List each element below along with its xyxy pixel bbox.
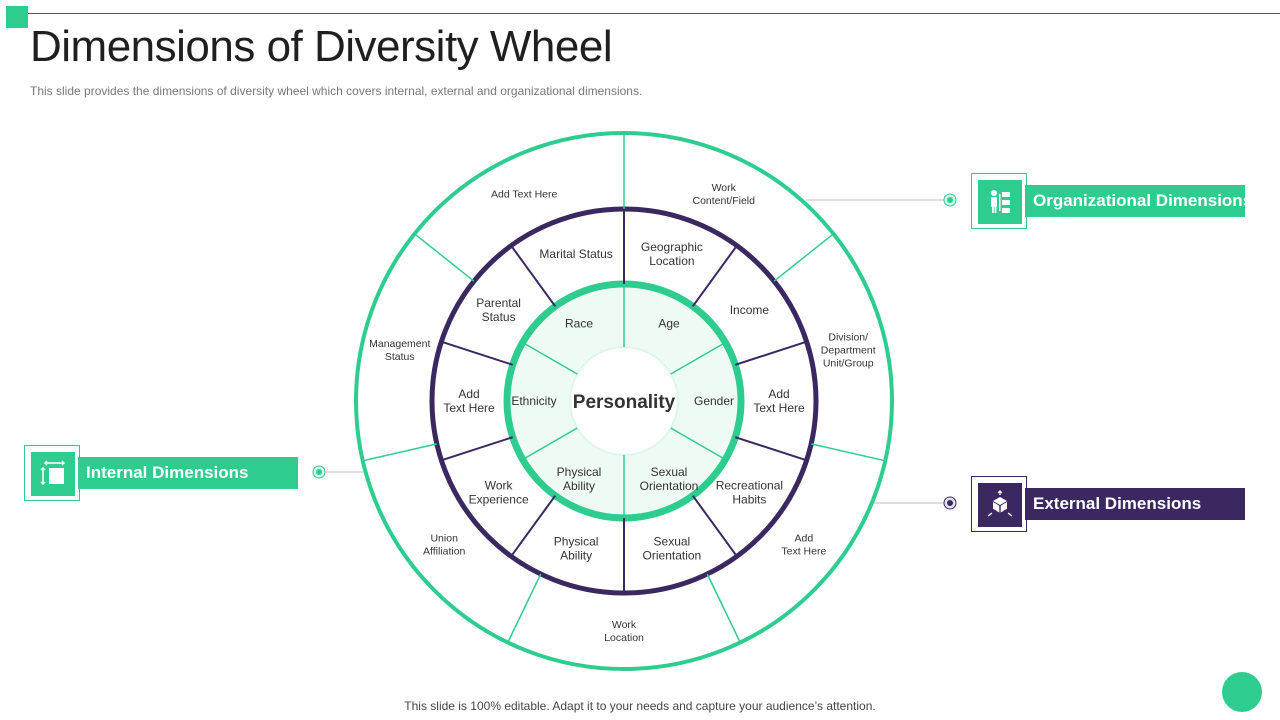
middle-ring-label: Physical	[554, 535, 599, 549]
inner-ring-label: Orientation	[640, 479, 699, 493]
inner-spoke	[670, 341, 726, 375]
corner-accent	[6, 6, 28, 28]
inner-ring-label: Gender	[694, 394, 734, 408]
middle-spoke	[441, 340, 514, 366]
inner-spoke	[522, 341, 578, 375]
middle-ring-label: Location	[649, 254, 694, 268]
page-title: Dimensions of Diversity Wheel	[30, 22, 613, 71]
inner-ring-label: Sexual	[651, 465, 688, 479]
middle-ring-label: Income	[730, 303, 770, 317]
middle-spoke	[510, 245, 557, 307]
middle-ring-label: Orientation	[643, 549, 702, 563]
middle-ring-label: Marital Status	[539, 247, 612, 261]
resize-icon	[31, 452, 75, 496]
top-divider	[28, 13, 1280, 14]
inner-ring-label: Race	[565, 316, 593, 330]
internal-icon-box	[24, 445, 80, 501]
outer-ring-label: Status	[385, 351, 415, 363]
corner-circle-button	[1222, 672, 1262, 712]
middle-ring-label: Work	[485, 478, 514, 492]
footer-note: This slide is 100% editable. Adapt it to…	[404, 699, 876, 713]
outer-spoke	[706, 573, 741, 643]
box-expand-icon	[978, 483, 1022, 527]
external-dimensions-label: External Dimensions	[1025, 488, 1245, 520]
middle-ring-label: Habits	[732, 492, 766, 506]
middle-spoke	[441, 436, 514, 462]
inner-ring-label: Ethnicity	[511, 394, 556, 408]
outer-ring-label: Work	[612, 619, 637, 631]
outer-ring-label: Affiliation	[423, 546, 466, 558]
middle-ring-label: Add	[768, 387, 789, 401]
outer-ring-label: Unit/Group	[823, 357, 874, 369]
inner-spoke	[670, 427, 726, 461]
org-chart-icon	[978, 180, 1022, 224]
middle-ring-label: Experience	[469, 492, 529, 506]
middle-spoke	[510, 495, 557, 557]
middle-spoke	[734, 436, 807, 462]
outer-ring-label: Department	[821, 344, 876, 356]
organizational-icon-box	[971, 173, 1027, 229]
middle-ring-label: Parental	[476, 296, 521, 310]
outer-spoke	[362, 443, 438, 462]
outer-ring-label: Text Here	[781, 546, 826, 558]
page-subtitle: This slide provides the dimensions of di…	[30, 84, 643, 98]
outer-spoke	[810, 443, 886, 462]
outer-ring-label: Content/Field	[693, 195, 756, 207]
inner-spoke	[522, 427, 578, 461]
outer-ring-label: Add Text Here	[491, 188, 558, 200]
outer-ring-label: Location	[604, 632, 644, 644]
internal-dimensions-label: Internal Dimensions	[78, 457, 298, 489]
middle-ring-label: Ability	[560, 549, 592, 563]
middle-spoke	[691, 245, 738, 307]
outer-ring-label: Work	[712, 182, 737, 194]
outer-ring-label: Union	[430, 533, 458, 545]
inner-ring-label: Physical	[557, 465, 602, 479]
outer-ring-label: Add	[795, 533, 814, 545]
outer-ring-label: Division/	[828, 331, 868, 343]
middle-ring-label: Text Here	[753, 401, 805, 415]
middle-ring-label: Sexual	[654, 535, 691, 549]
middle-ring-label: Text Here	[443, 401, 495, 415]
inner-ring-label: Ability	[563, 479, 595, 493]
middle-ring-label: Recreational	[716, 478, 783, 492]
organizational-dimensions-label: Organizational Dimensions	[1025, 185, 1252, 217]
middle-ring-label: Add	[458, 387, 479, 401]
external-icon-box	[971, 476, 1027, 532]
middle-ring-label: Geographic	[641, 240, 703, 254]
middle-spoke	[691, 495, 738, 557]
middle-ring-label: Status	[482, 310, 516, 324]
center-label: Personality	[573, 392, 676, 413]
outer-spoke	[414, 233, 475, 282]
middle-spoke	[734, 340, 807, 366]
inner-ring-label: Age	[658, 316, 680, 330]
outer-spoke	[773, 233, 834, 282]
outer-spoke	[507, 573, 542, 643]
outer-ring-label: Management	[369, 338, 430, 350]
